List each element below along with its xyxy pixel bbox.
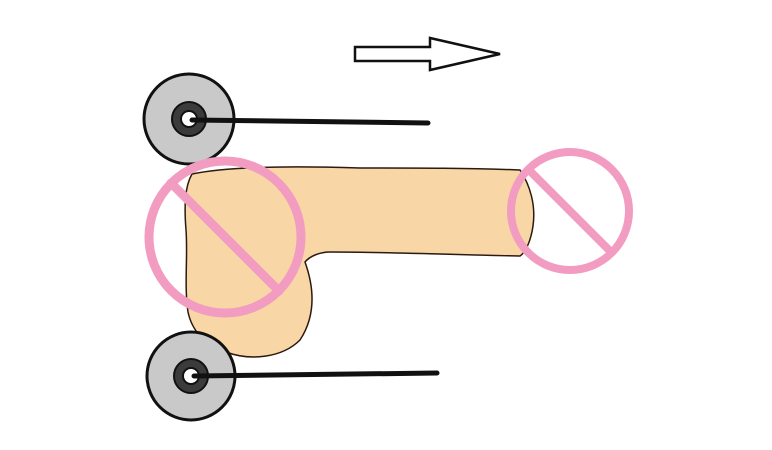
prohibition-right-slash xyxy=(525,166,615,256)
prohibition-icon-left xyxy=(144,156,306,318)
top-roller xyxy=(142,72,431,166)
top-roller-rod xyxy=(189,117,431,126)
bottom-roller xyxy=(145,330,440,422)
prohibition-left-ring xyxy=(144,156,306,318)
prohibition-icon-right xyxy=(507,148,633,274)
arrow-right-icon xyxy=(353,36,501,72)
bottom-roller-rod xyxy=(191,370,440,379)
prohibition-right-ring xyxy=(507,148,633,274)
prohibition-left-slash xyxy=(166,178,284,296)
body-shape xyxy=(184,166,535,358)
